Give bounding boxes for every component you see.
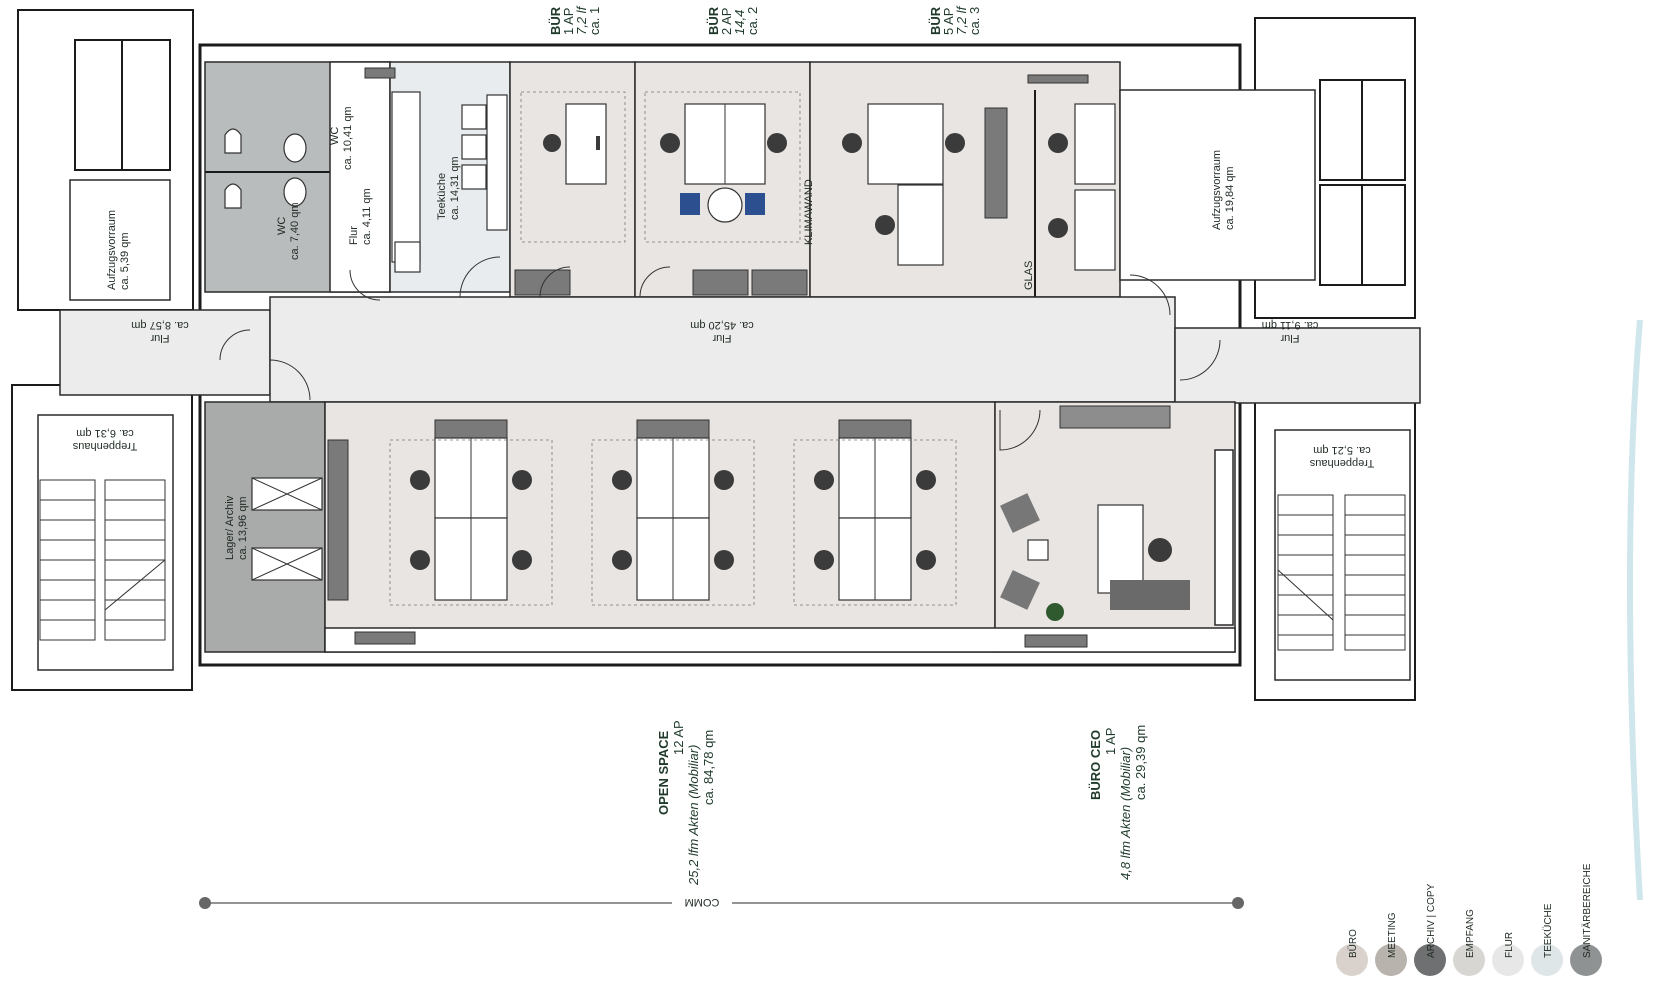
buero1-name: BÜR	[548, 6, 563, 35]
legend: BÜRO MEETING ARCHIV | COPY EMPFANG FLUR TEEKÜ…	[1336, 863, 1602, 976]
open-space-ap: 12 AP	[671, 720, 686, 755]
buero5-area: ca. 3	[967, 7, 982, 35]
legend-swatch	[1531, 944, 1563, 976]
furniture-open-space	[327, 419, 957, 645]
buero2-ap: 2 AP	[719, 8, 734, 35]
treppe-right-name: Treppenhaus	[1309, 457, 1374, 469]
stairs-right	[1277, 494, 1406, 651]
buero2-area: ca. 2	[745, 7, 760, 35]
ceo-ap: 1 AP	[1103, 728, 1118, 755]
furniture-buero-5	[842, 74, 1116, 271]
furniture-archiv	[251, 477, 323, 581]
legend-swatch	[1492, 944, 1524, 976]
buero5-ap: 5 AP	[941, 8, 956, 35]
buero5-lfm: 7,2 lf	[954, 5, 969, 35]
flur-left	[59, 309, 271, 396]
legend-swatch	[1414, 944, 1446, 976]
stairs-left	[39, 479, 166, 641]
window-sill	[324, 627, 1236, 653]
flur-right	[1174, 327, 1421, 404]
legend-label: ARCHIV | COPY	[1426, 883, 1437, 958]
furniture-kitchen	[391, 91, 508, 273]
legend-label: FLUR	[1504, 932, 1515, 958]
aufzug-left-name: Aufzugsvorraum	[106, 210, 118, 290]
flur-right-area: ca. 9,11 qm	[1262, 319, 1319, 331]
teekueche-name: Teeküche	[436, 173, 448, 220]
buero2-lfm: 14,4	[732, 10, 747, 35]
buero1-area: ca. 1	[587, 7, 602, 35]
klimawand-label: KLIMAWAND	[803, 179, 815, 245]
aufzug-right-area: ca. 19,84 qm	[1224, 166, 1236, 230]
buero1-lfm: 7,2 lf	[574, 5, 589, 35]
ceo-akten: 4,8 lfm Akten (Mobiliar)	[1118, 747, 1133, 880]
furniture-wc	[224, 67, 396, 209]
lager-archiv	[204, 401, 326, 653]
lager-name: Lager/ Archiv	[224, 495, 236, 560]
ceo-name: BÜRO CEO	[1088, 730, 1103, 800]
treppe-left-area: ca. 6,31 qm	[76, 427, 133, 439]
legend-swatch	[1570, 944, 1602, 976]
wc2-area: ca. 7,40 qm	[289, 203, 301, 260]
furniture-ceo	[1000, 405, 1234, 648]
flur-main	[269, 296, 1176, 403]
legend-swatch	[1453, 944, 1485, 976]
aufzug-left-area: ca. 5,39 qm	[119, 233, 131, 290]
teekueche-area: ca. 14,31 qm	[449, 156, 461, 220]
legend-label: SANITÄRBEREICHE	[1581, 863, 1593, 958]
door-arcs	[219, 256, 1221, 451]
legend-swatch	[1336, 944, 1368, 976]
wc1-area: ca. 10,41 qm	[342, 106, 354, 170]
flur-main-name: Flur	[712, 332, 731, 344]
flur-main-area: ca. 45,20 qm	[690, 319, 754, 331]
lager-area: ca. 13,96 qm	[237, 496, 249, 560]
wc2-name: WC	[276, 217, 288, 235]
wc1-name: WC	[329, 127, 341, 145]
open-space-name: OPEN SPACE	[656, 730, 671, 815]
buero1-ap: 1 AP	[561, 8, 576, 35]
furniture-buero-1	[514, 91, 626, 296]
scale-bar: COMM	[199, 896, 1244, 910]
open-space-area: ca. 84,78 qm	[701, 730, 716, 805]
buero5-name: BÜR	[928, 6, 943, 35]
flur-small	[329, 61, 391, 293]
legend-label: BÜRO	[1347, 929, 1359, 958]
decor-curve	[1627, 319, 1643, 901]
furniture-buero-2	[644, 91, 808, 296]
treppe-left-name: Treppenhaus	[72, 440, 137, 452]
legend-swatch	[1375, 944, 1407, 976]
aufzug-right-name: Aufzugsvorraum	[1211, 150, 1223, 230]
glas-label: GLAS	[1023, 261, 1035, 290]
flur-small-area: ca. 4,11 qm	[361, 188, 373, 245]
legend-label: TEEKÜCHE	[1542, 903, 1554, 958]
aufzugsvorraum-left	[69, 179, 171, 301]
buero-5	[809, 61, 1121, 298]
legend-label: MEETING	[1387, 912, 1398, 958]
flur-left-area: ca. 8,57 qm	[131, 319, 188, 331]
scale-label: COMM	[685, 896, 720, 908]
flur-small-name: Flur	[348, 226, 360, 245]
ceo-area: ca. 29,39 qm	[1133, 725, 1148, 800]
flur-right-name: Flur	[1280, 332, 1299, 344]
flur-left-name: Flur	[150, 332, 169, 344]
buero2-name: BÜR	[706, 6, 721, 35]
treppe-right-area: ca. 5,21 qm	[1313, 444, 1370, 456]
open-space-akten: 25,2 lfm Akten (Mobiliar)	[686, 745, 701, 886]
aufzugsvorraum-right	[1119, 89, 1316, 281]
legend-label: EMPFANG	[1465, 909, 1476, 958]
